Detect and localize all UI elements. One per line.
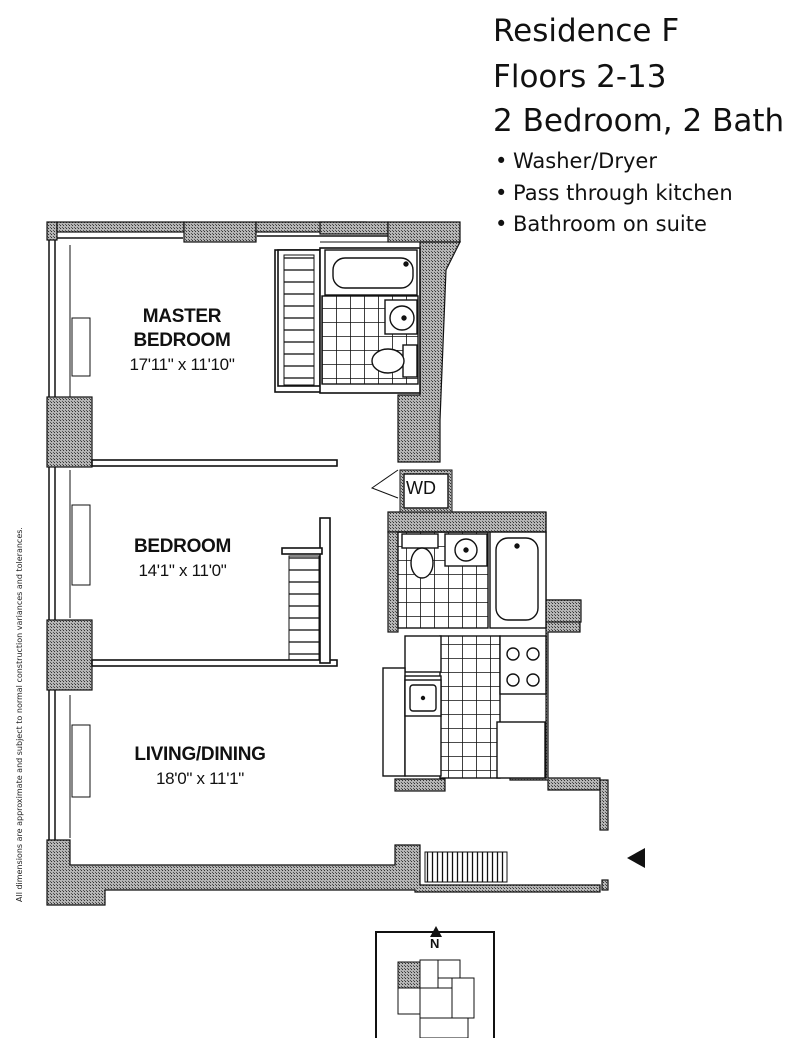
feature-item: •Washer/Dryer xyxy=(495,149,657,173)
compass-label: N xyxy=(430,936,440,951)
washer-dryer-closet xyxy=(370,469,453,513)
bullet-icon: • xyxy=(495,149,508,173)
bedroom-closet-rod xyxy=(288,555,320,661)
master-bedroom-dims: 17'11" x 11'10" xyxy=(129,355,235,374)
feature-item: •Bathroom on suite xyxy=(495,212,707,236)
left-window-wall xyxy=(48,235,388,840)
washer-dryer-label: WD xyxy=(406,478,436,498)
radiators xyxy=(71,317,91,798)
bullet-icon: • xyxy=(495,181,508,205)
entry-arrow-icon xyxy=(627,848,645,868)
north-arrow-icon xyxy=(430,926,442,937)
key-plan xyxy=(375,926,495,1038)
residence-title: Residence F xyxy=(493,13,680,49)
bedroom-dims: 14'1" x 11'0" xyxy=(138,561,227,580)
master-bath xyxy=(321,249,419,385)
walls xyxy=(46,221,609,906)
living-dining-dims: 18'0" x 11'1" xyxy=(155,769,245,788)
kitchen xyxy=(382,635,547,779)
master-bedroom-label: MASTER BEDROOM 17'11" x 11'10" xyxy=(112,305,252,377)
second-bath xyxy=(397,531,547,629)
master-closet-rod xyxy=(283,254,315,386)
bullet-icon: • xyxy=(495,212,508,236)
bedroom-label: BEDROOM 14'1" x 11'0" xyxy=(100,535,265,583)
living-dining-label: LIVING/DINING 18'0" x 11'1" xyxy=(120,743,280,791)
disclaimer: All dimensions are approximate and subje… xyxy=(15,527,24,902)
entry-closet-rod xyxy=(424,851,508,883)
feature-item: •Pass through kitchen xyxy=(495,181,733,205)
layout-label: 2 Bedroom, 2 Bath xyxy=(493,103,785,139)
floors-label: Floors 2-13 xyxy=(493,59,667,95)
